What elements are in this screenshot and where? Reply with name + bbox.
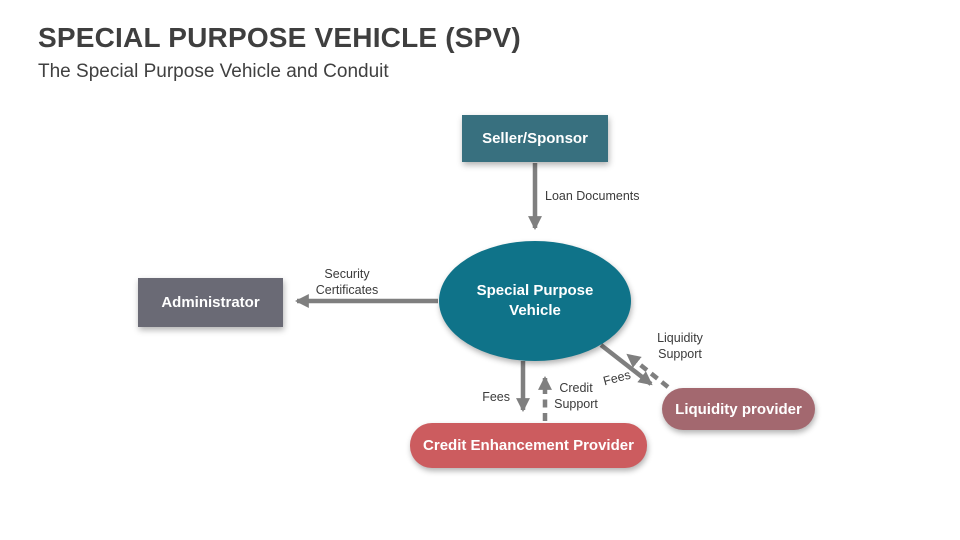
node-credit-enhancement-provider: Credit Enhancement Provider bbox=[410, 423, 647, 468]
node-seller-sponsor-label: Seller/Sponsor bbox=[482, 130, 588, 147]
arrow-fees-liquidity bbox=[599, 343, 653, 386]
edge-label-liquidity-support: Liquidity Support bbox=[657, 331, 703, 361]
node-administrator-label: Administrator bbox=[161, 294, 260, 311]
node-special-purpose-vehicle-label: Special Purpose Vehicle bbox=[476, 282, 594, 319]
node-special-purpose-vehicle: Special Purpose Vehicle bbox=[439, 241, 631, 361]
edge-label-security-certificates: Security Certificates bbox=[315, 267, 379, 297]
edge-label-credit-support: Credit Support bbox=[554, 381, 598, 411]
node-seller-sponsor: Seller/Sponsor bbox=[462, 115, 608, 162]
edge-label-loan-documents: Loan Documents bbox=[545, 189, 640, 203]
node-liquidity-provider: Liquidity provider bbox=[662, 388, 815, 430]
node-liquidity-provider-label: Liquidity provider bbox=[675, 400, 802, 418]
node-administrator: Administrator bbox=[138, 278, 283, 327]
arrow-liquidity-support bbox=[626, 353, 670, 389]
edge-label-fees-credit: Fees bbox=[482, 390, 510, 404]
node-credit-enhancement-provider-label: Credit Enhancement Provider bbox=[423, 437, 634, 454]
page-title: SPECIAL PURPOSE VEHICLE (SPV) bbox=[38, 22, 521, 53]
page-subtitle: The Special Purpose Vehicle and Conduit bbox=[38, 61, 389, 82]
